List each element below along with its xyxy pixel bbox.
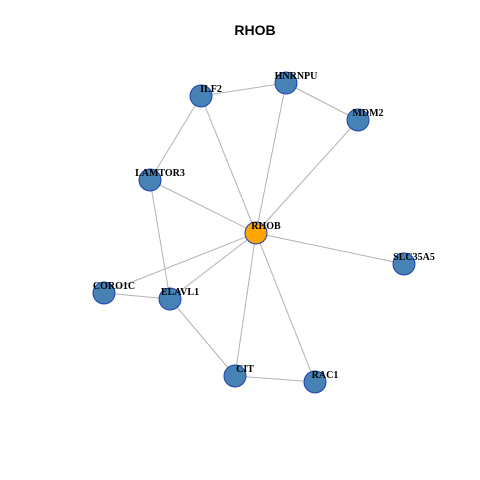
node-cit (223, 364, 247, 388)
node-mdm2 (346, 108, 370, 132)
edge-rhob-slc35a5 (255, 232, 405, 265)
edge-rhob-cit (234, 232, 257, 377)
node-lamtor3 (138, 168, 162, 192)
node-label-lamtor3: LAMTOR3 (135, 168, 185, 179)
node-label-coro1c: CORO1C (93, 281, 135, 292)
node-rhob (244, 221, 268, 245)
node-label-rhob: RHOB (251, 221, 281, 232)
edge-hnrnpu-mdm2 (285, 82, 359, 121)
node-label-rac1: RAC1 (312, 370, 339, 381)
edge-elavl1-cit (169, 298, 236, 377)
node-hnrnpu (274, 71, 298, 95)
node-label-cit: CIT (236, 364, 254, 375)
node-label-elavl1: ELAVL1 (161, 287, 199, 298)
node-ilf2 (189, 84, 213, 108)
node-coro1c (92, 281, 116, 305)
edge-ilf2-hnrnpu (200, 82, 287, 97)
edge-rhob-rac1 (255, 232, 316, 383)
edge-mdm2-rhob (255, 119, 359, 234)
node-layer (92, 71, 416, 394)
edge-lamtor3-rhob (149, 179, 257, 234)
edge-cit-rac1 (234, 375, 316, 383)
node-rac1 (303, 370, 327, 394)
node-label-hnrnpu: HNRNPU (275, 71, 318, 82)
node-label-mdm2: MDM2 (352, 108, 383, 119)
node-elavl1 (158, 287, 182, 311)
node-label-slc35a5: SLC35A5 (393, 252, 435, 263)
edge-ilf2-lamtor3 (149, 95, 202, 181)
edge-rhob-coro1c (103, 232, 257, 294)
edge-ilf2-rhob (200, 95, 257, 234)
edge-lamtor3-elavl1 (149, 179, 171, 300)
edge-hnrnpu-rhob (255, 82, 287, 234)
edge-rhob-elavl1 (169, 232, 257, 300)
node-label-ilf2: ILF2 (200, 84, 222, 95)
chart-title: RHOB (234, 22, 275, 38)
node-slc35a5 (392, 252, 416, 276)
